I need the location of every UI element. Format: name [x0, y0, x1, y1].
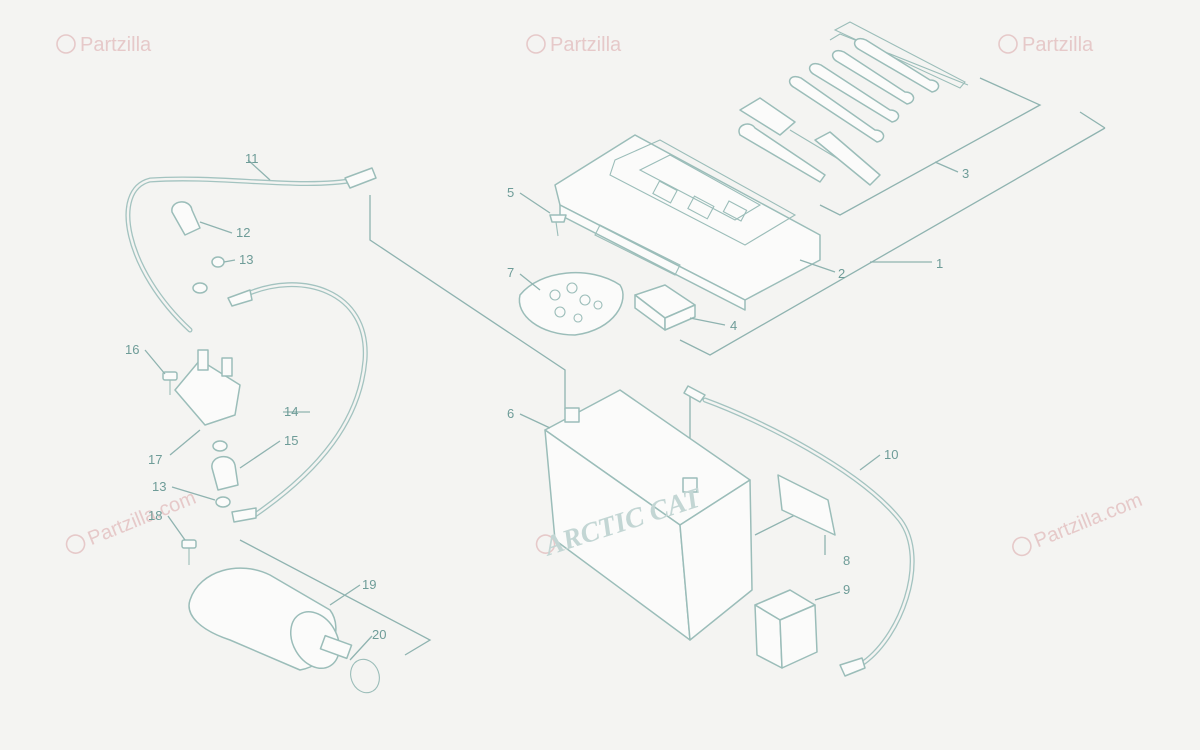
foam-block	[634, 284, 696, 331]
callout-14: 14	[284, 404, 298, 419]
callout-10: 10	[884, 447, 898, 462]
watermark-text: Partzilla	[550, 34, 622, 56]
callout-8: 8	[843, 553, 850, 568]
callout-12: 12	[236, 225, 250, 240]
callout-2: 2	[838, 266, 845, 281]
watermark-top-right: Partzilla	[998, 34, 1094, 56]
cable-terminals	[227, 167, 866, 677]
callout-4: 4	[730, 318, 737, 333]
callout-3: 3	[962, 166, 969, 181]
watermark-top-left: Partzilla	[56, 34, 152, 56]
callout-13: 13	[239, 252, 253, 267]
callout-15: 15	[284, 433, 298, 448]
terminal-cap-upper	[171, 201, 201, 236]
watermark-bottom-right: Partzilla.com	[1012, 489, 1146, 557]
callout-20: 20	[372, 627, 386, 642]
callout-numbers: 1 2 3 4 5 6 7 8 9 10 11 12 13 14 15 16 1…	[125, 151, 969, 642]
watermark-top-center: Partzilla	[526, 34, 622, 56]
callout-11: 11	[245, 151, 259, 166]
bolt	[162, 371, 178, 395]
screw	[549, 214, 567, 237]
battery-pad	[777, 474, 836, 536]
starter-motor	[188, 567, 353, 671]
callout-7: 7	[507, 265, 514, 280]
callout-18: 18	[148, 508, 162, 523]
tool-kit	[738, 21, 969, 186]
tool-tray	[554, 134, 821, 311]
callout-leaders	[144, 159, 959, 661]
cables	[125, 176, 915, 668]
foam-pad	[754, 589, 818, 669]
callout-5: 5	[507, 185, 514, 200]
o-ring	[350, 658, 380, 694]
callout-17: 17	[148, 452, 162, 467]
hardware-bag	[518, 272, 624, 336]
watermark-text: Partzilla	[80, 34, 152, 56]
battery: ARCTIC CAT	[539, 389, 753, 641]
callout-13-lower: 13	[152, 479, 166, 494]
callout-19: 19	[362, 577, 376, 592]
watermark-text: Partzilla	[1022, 34, 1094, 56]
watermark-bottom-left: Partzilla.com	[65, 487, 199, 554]
callout-9: 9	[843, 582, 850, 597]
bolt	[181, 539, 197, 565]
terminal-cap-lower	[211, 456, 239, 491]
callout-1: 1	[936, 256, 943, 271]
callout-16: 16	[125, 342, 139, 357]
starter-solenoid	[174, 349, 241, 426]
watermark-text: Partzilla.com	[1031, 489, 1145, 552]
callout-6: 6	[507, 406, 514, 421]
